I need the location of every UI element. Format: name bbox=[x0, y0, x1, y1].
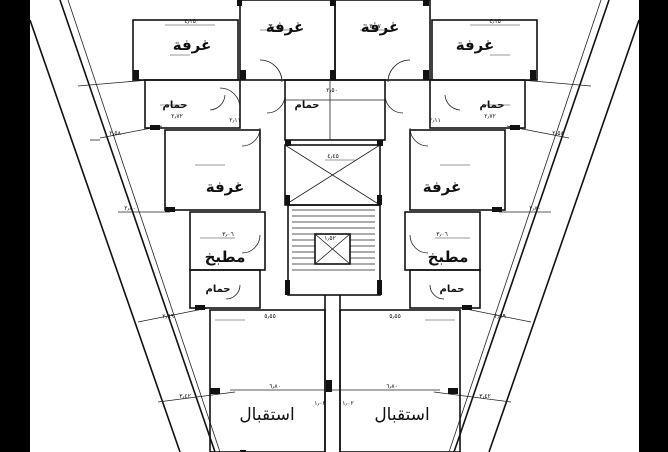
dim-label: ٢٫٧٢ bbox=[484, 113, 496, 120]
dim-label: ٦٫٨٠ bbox=[386, 383, 398, 390]
room-label-bath-1: حمام bbox=[163, 100, 188, 111]
door-swings bbox=[209, 59, 461, 300]
dim-label: ٣٫٠٦ bbox=[222, 231, 234, 238]
dim-label: ٦٫٨٠ bbox=[269, 383, 281, 390]
room-label-bath-5: حمام bbox=[440, 284, 465, 295]
dim-label: ١٫٠٢ bbox=[342, 400, 354, 407]
dimension-ticks bbox=[160, 24, 520, 321]
dim-label: ٣٫٠٧ bbox=[369, 23, 381, 30]
room-label-bedroom-5: غرفة bbox=[206, 178, 245, 196]
room-label-bedroom-1: غرفة bbox=[173, 36, 212, 54]
dim-label: ٢٫٥٨ bbox=[109, 130, 121, 137]
room-label-bath-4: حمام bbox=[206, 284, 231, 295]
room-label-bedroom-4: غرفة bbox=[456, 36, 495, 54]
room-label-kitchen-1: مطبخ bbox=[205, 248, 246, 266]
dim-label: ٢٫٥٠ bbox=[326, 87, 338, 94]
dim-label: ٢٫٧٢ bbox=[171, 113, 183, 120]
room-label-bedroom-6: غرفة bbox=[423, 178, 462, 196]
room-label-bath-2: حمام bbox=[295, 100, 320, 111]
dim-label: ٣٫٠٦ bbox=[436, 231, 448, 238]
room-label-bath-3: حمام bbox=[480, 100, 505, 111]
dim-label: ٤٫١٥ bbox=[184, 18, 196, 25]
outer-shell bbox=[30, 0, 639, 452]
dim-label: ٢٫٨٠ bbox=[529, 205, 541, 212]
unit-walls bbox=[132, 0, 538, 452]
dim-label: ٢٫٥٨ bbox=[552, 130, 564, 137]
dim-label: ٤٫١٥ bbox=[489, 18, 501, 25]
dim-label: ٢٫١١ bbox=[229, 117, 241, 124]
room-label-kitchen-2: مطبخ bbox=[428, 248, 469, 266]
stair-treads bbox=[292, 209, 375, 271]
room-label-bedroom-2: غرفة bbox=[266, 18, 305, 36]
dim-label: ٢٫١١ bbox=[429, 117, 441, 124]
dim-label: ٢٫٨٠ bbox=[124, 205, 136, 212]
floor-plan-drawing: غرفة غرفة غرفة غرفة غرفة غرفة حمام حمام … bbox=[30, 0, 639, 452]
room-label-bedroom-3: غرفة bbox=[361, 18, 400, 36]
floor-plan-sheet: غرفة غرفة غرفة غرفة غرفة غرفة حمام حمام … bbox=[30, 0, 639, 452]
columns bbox=[133, 0, 536, 452]
dim-label: ٤٫٤٥ bbox=[327, 153, 339, 160]
room-label-reception-1: استقبال bbox=[239, 405, 294, 425]
dim-label: ٥٫٥٥ bbox=[389, 313, 401, 320]
dim-label: ٢٫٦٩ bbox=[494, 313, 506, 320]
dim-label: ٣٫٠٧ bbox=[269, 23, 281, 30]
room-label-reception-2: استقبال bbox=[374, 405, 429, 425]
dim-label: ٣٫٤٢ bbox=[179, 393, 191, 400]
dim-label: ٢٫٦٩ bbox=[162, 313, 174, 320]
dim-label: ٣٫٤٢ bbox=[479, 393, 491, 400]
dim-label: ١٫٠٢ bbox=[314, 400, 326, 407]
dim-label: ٥٫٥٥ bbox=[264, 313, 276, 320]
dim-label: ١٫٥٢ bbox=[324, 235, 336, 242]
